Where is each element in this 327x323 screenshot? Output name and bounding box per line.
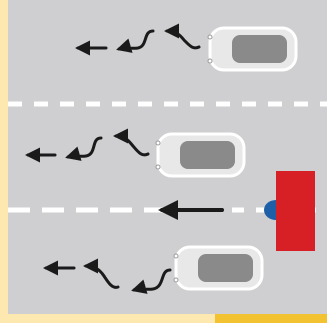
obstacle-block [276, 171, 315, 251]
curb-bottom [215, 314, 327, 323]
car-bottom [174, 247, 262, 289]
car-middle [156, 134, 244, 176]
car-top [208, 28, 296, 70]
sidewalk-left [0, 0, 8, 323]
